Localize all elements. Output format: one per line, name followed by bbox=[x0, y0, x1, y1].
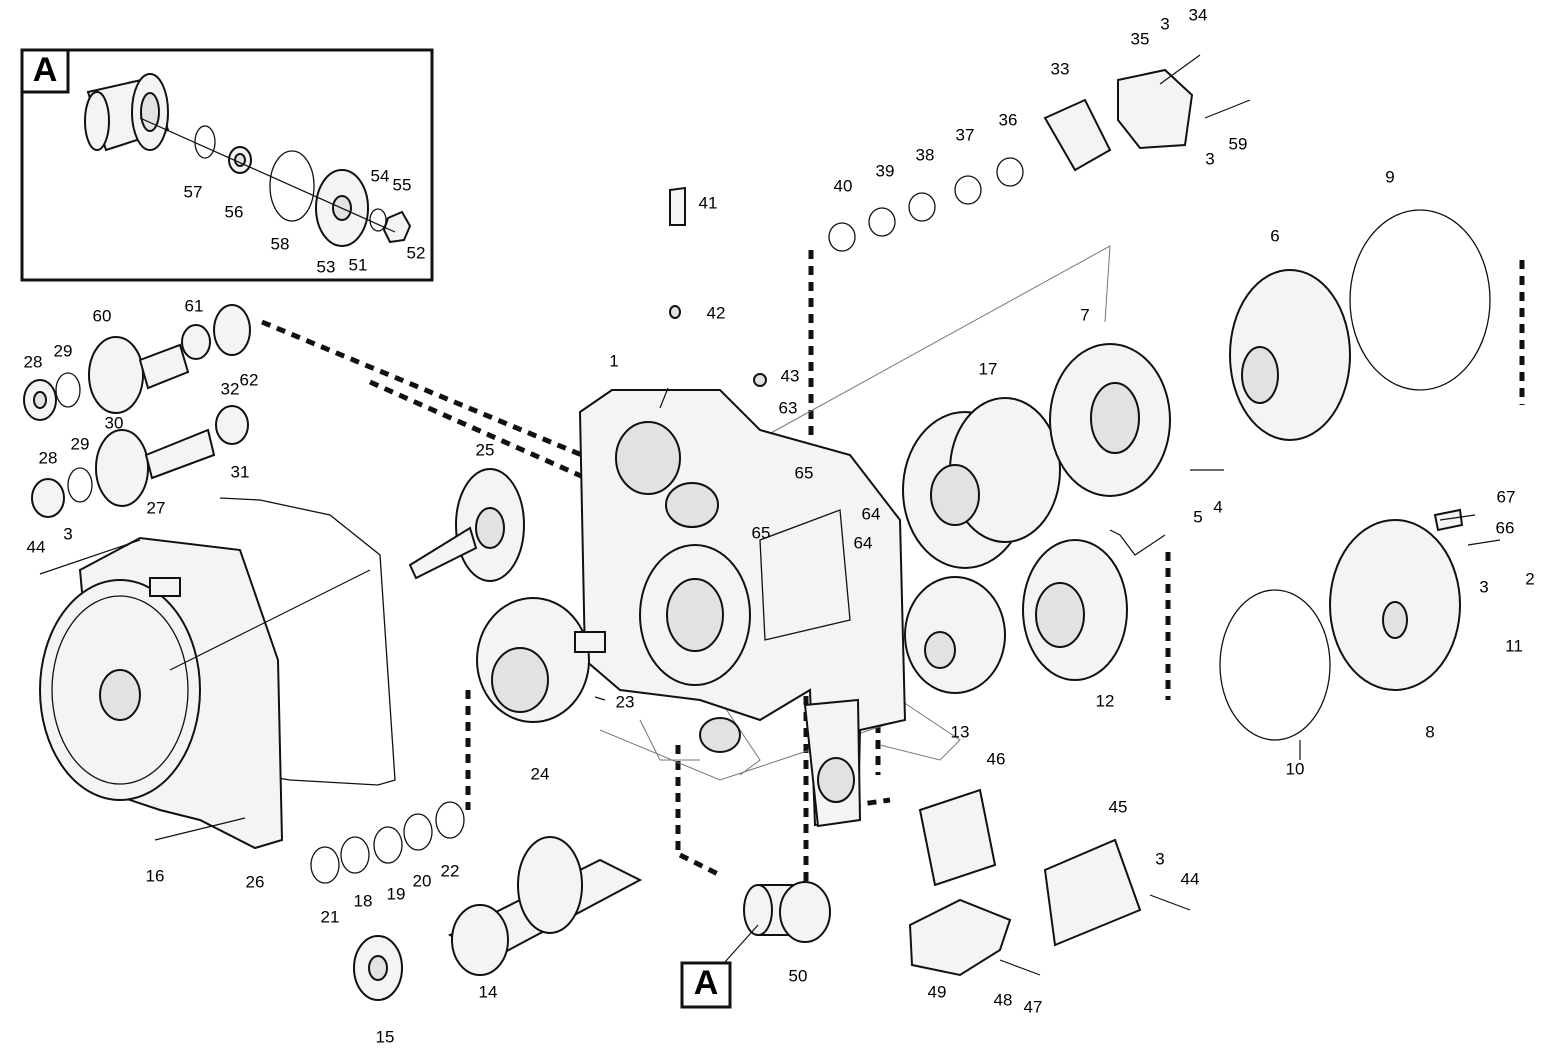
callout-c23: 23 bbox=[616, 692, 635, 711]
view-marker-label: A bbox=[694, 964, 719, 1002]
callout-c59: 59 bbox=[1229, 134, 1248, 153]
callout-c1: 1 bbox=[609, 351, 618, 370]
callout-c49: 49 bbox=[928, 982, 947, 1001]
callout-c48: 48 bbox=[994, 990, 1013, 1009]
callout-c3c: 3 bbox=[63, 524, 72, 543]
callout-c36: 36 bbox=[999, 110, 1018, 129]
callout-c34: 34 bbox=[1189, 5, 1208, 24]
callout-c64b: 64 bbox=[854, 533, 873, 552]
callout-c47: 47 bbox=[1024, 997, 1043, 1016]
callout-c50: 50 bbox=[789, 966, 808, 985]
callout-c64a: 64 bbox=[862, 504, 881, 523]
callout-c37: 37 bbox=[956, 125, 975, 144]
callout-c38: 38 bbox=[916, 145, 935, 164]
bracket-and-valves bbox=[908, 788, 1142, 977]
callout-c60: 60 bbox=[93, 306, 112, 325]
clutch-assemblies bbox=[902, 209, 1491, 741]
callout-c8: 8 bbox=[1425, 722, 1434, 741]
callout-c16: 16 bbox=[146, 866, 165, 885]
callout-c65b: 65 bbox=[752, 523, 771, 542]
detail-view-a: A bbox=[20, 48, 434, 282]
callout-c57: 57 bbox=[184, 182, 203, 201]
callout-c55: 55 bbox=[393, 175, 412, 194]
callout-c41: 41 bbox=[699, 193, 718, 212]
callout-c54: 54 bbox=[371, 166, 390, 185]
callout-c39: 39 bbox=[876, 161, 895, 180]
callout-c24: 24 bbox=[531, 764, 550, 783]
callout-c31: 31 bbox=[231, 462, 250, 481]
callout-c18: 18 bbox=[354, 891, 373, 910]
callout-c52: 52 bbox=[407, 243, 426, 262]
callout-c42: 42 bbox=[707, 303, 726, 322]
callout-c44b: 44 bbox=[1181, 869, 1200, 888]
seal-rings bbox=[669, 68, 1194, 387]
callout-c12: 12 bbox=[1096, 691, 1115, 710]
callout-c29b: 29 bbox=[71, 434, 90, 453]
callout-c3a: 3 bbox=[1160, 14, 1169, 33]
callout-c2: 2 bbox=[1525, 569, 1534, 588]
callout-c43: 43 bbox=[781, 366, 800, 385]
callout-c4: 4 bbox=[1213, 497, 1222, 516]
callout-c46: 46 bbox=[987, 749, 1006, 768]
gear-shafts-left bbox=[23, 304, 606, 723]
callout-c21: 21 bbox=[321, 907, 340, 926]
callout-c25: 25 bbox=[476, 440, 495, 459]
callout-c65a: 65 bbox=[795, 463, 814, 482]
callout-c3d: 3 bbox=[1479, 577, 1488, 596]
detail-view-label: A bbox=[33, 51, 58, 89]
callout-c44a: 44 bbox=[27, 537, 46, 556]
callout-c32: 32 bbox=[221, 379, 240, 398]
callout-c13: 13 bbox=[951, 722, 970, 741]
callout-c35: 35 bbox=[1131, 29, 1150, 48]
callout-c22: 22 bbox=[441, 861, 460, 880]
callout-c10: 10 bbox=[1286, 759, 1305, 778]
callout-c28a: 28 bbox=[24, 352, 43, 371]
leader-lines bbox=[39, 54, 1501, 976]
callout-c19: 19 bbox=[387, 884, 406, 903]
callout-c6: 6 bbox=[1270, 226, 1279, 245]
callout-c66: 66 bbox=[1496, 518, 1515, 537]
callout-c30: 30 bbox=[105, 413, 124, 432]
callout-c56: 56 bbox=[225, 202, 244, 221]
callout-c5: 5 bbox=[1193, 507, 1202, 526]
callout-c27: 27 bbox=[147, 498, 166, 517]
callout-c45: 45 bbox=[1109, 797, 1128, 816]
callout-c17: 17 bbox=[979, 359, 998, 378]
callout-c28b: 28 bbox=[39, 448, 58, 467]
callout-c62: 62 bbox=[240, 370, 259, 389]
callout-c29a: 29 bbox=[54, 341, 73, 360]
callout-c67: 67 bbox=[1497, 487, 1516, 506]
converter-housing bbox=[39, 497, 396, 850]
callout-c40: 40 bbox=[834, 176, 853, 195]
callout-c26: 26 bbox=[246, 872, 265, 891]
callout-c58: 58 bbox=[271, 234, 290, 253]
callout-c61: 61 bbox=[185, 296, 204, 315]
callout-c3e: 3 bbox=[1155, 849, 1164, 868]
filter-assembly: A bbox=[680, 881, 831, 1009]
main-housing bbox=[578, 387, 907, 828]
callout-c53: 53 bbox=[317, 257, 336, 276]
callout-c3b: 3 bbox=[1205, 149, 1214, 168]
callout-c20: 20 bbox=[413, 871, 432, 890]
callout-c63: 63 bbox=[779, 398, 798, 417]
callout-c15: 15 bbox=[376, 1027, 395, 1046]
output-shaft bbox=[310, 801, 643, 1001]
callout-c51: 51 bbox=[349, 255, 368, 274]
callout-c11: 11 bbox=[1505, 636, 1523, 655]
callout-c7: 7 bbox=[1080, 305, 1089, 324]
callout-c9: 9 bbox=[1385, 167, 1394, 186]
callout-c33: 33 bbox=[1051, 59, 1070, 78]
callout-c14: 14 bbox=[479, 982, 498, 1001]
